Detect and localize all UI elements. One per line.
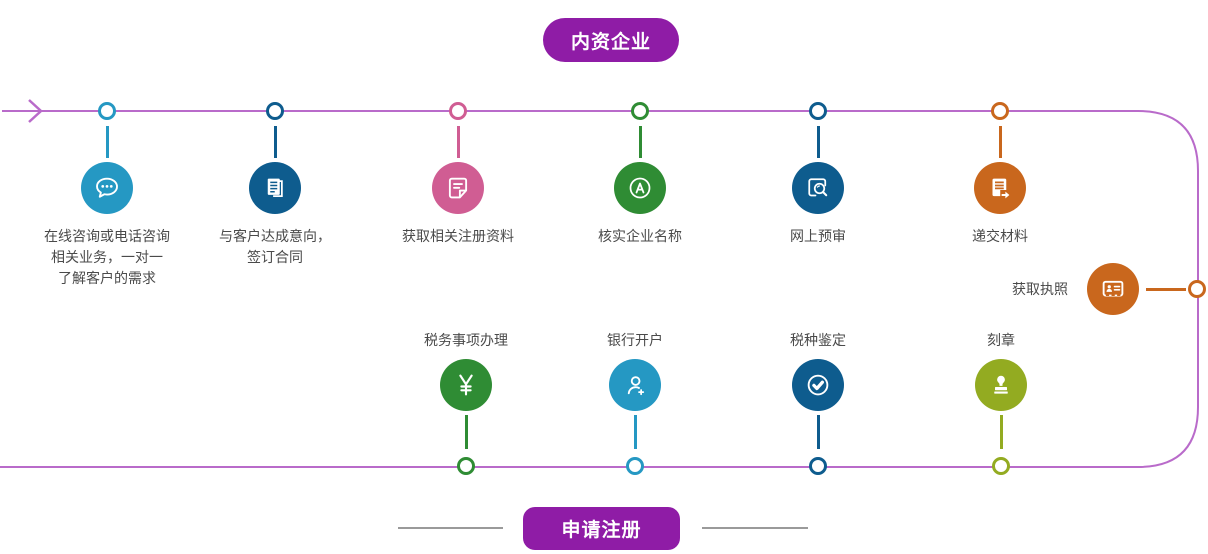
step-label: 税务事项办理 — [424, 332, 508, 348]
step-label: 与客户达成意向， 签订合同 — [219, 228, 331, 265]
timeline-node — [631, 102, 649, 120]
timeline-node — [809, 457, 827, 475]
add-person-icon — [609, 359, 661, 411]
step-label: 在线咨询或电话咨询 相关业务，一对一 了解客户的需求 — [44, 228, 170, 286]
timeline-node — [457, 457, 475, 475]
documents-icon — [249, 162, 301, 214]
timeline-node — [449, 102, 467, 120]
step-label: 获取相关注册资料 — [402, 228, 514, 244]
divider-line — [398, 527, 503, 529]
license-icon — [1087, 263, 1139, 315]
stamp-icon — [975, 359, 1027, 411]
form-pen-icon — [432, 162, 484, 214]
connector-line — [273, 126, 277, 158]
search-doc-icon — [792, 162, 844, 214]
chat-icon — [81, 162, 133, 214]
timeline-node — [991, 102, 1009, 120]
connector-line — [464, 415, 468, 449]
step-label: 获取执照 — [1012, 281, 1068, 297]
connector-line — [816, 126, 820, 158]
step-label: 刻章 — [987, 332, 1015, 348]
step-label: 递交材料 — [972, 228, 1028, 244]
timeline-node — [1188, 280, 1206, 298]
bottom-banner: 申请注册 — [523, 507, 680, 550]
connector-line — [1146, 287, 1186, 291]
connector-line — [999, 415, 1003, 449]
check-circle-icon — [792, 359, 844, 411]
connector-line — [998, 126, 1002, 158]
timeline-node — [266, 102, 284, 120]
step-label: 银行开户 — [607, 332, 663, 348]
connector-line — [633, 415, 637, 449]
timeline-node — [809, 102, 827, 120]
connector-line — [638, 126, 642, 158]
letter-a-icon — [614, 162, 666, 214]
step-label: 网上预审 — [790, 228, 846, 244]
top-banner: 内资企业 — [543, 18, 679, 62]
step-label: 核实企业名称 — [598, 228, 682, 244]
submit-doc-icon — [974, 162, 1026, 214]
yuan-icon — [440, 359, 492, 411]
arrow-right-icon — [28, 99, 43, 123]
timeline-node — [992, 457, 1010, 475]
divider-line — [702, 527, 808, 529]
connector-line — [456, 126, 460, 158]
step-label: 税种鉴定 — [790, 332, 846, 348]
timeline-node — [626, 457, 644, 475]
connector-line — [816, 415, 820, 449]
timeline-node — [98, 102, 116, 120]
connector-line — [105, 126, 109, 158]
